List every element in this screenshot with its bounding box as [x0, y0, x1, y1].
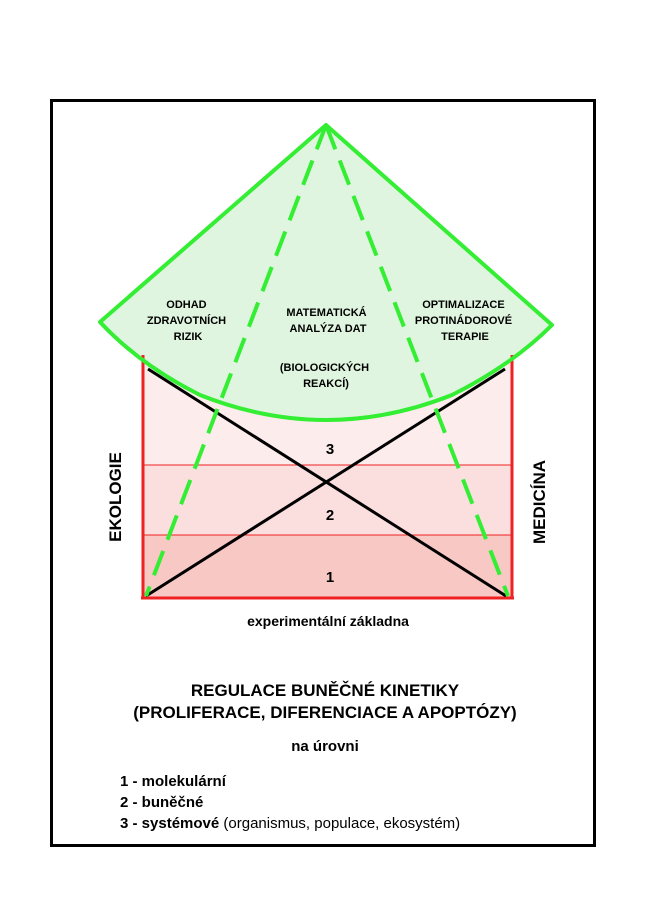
title-block: REGULACE BUNĚČNÉ KINETIKY (PROLIFERACE, … [0, 680, 650, 724]
level-item-cellular: 2 - buněčné [120, 794, 204, 811]
cross-line-ascending [145, 367, 506, 598]
label-math-analysis: MATEMATICKÁ ANALÝZA DAT [286, 306, 369, 335]
cone-fill [100, 125, 552, 420]
level-item-molecular: 1 - molekulární [120, 773, 226, 790]
diagram-frame [50, 99, 596, 847]
cone-outline [98, 123, 554, 422]
label-therapy-optimization: OPTIMALIZACE PROTINÁDOROVÉ TERAPIE [415, 299, 515, 343]
label-biological-reactions: (BIOLOGICKÝCH REAKCÍ) [280, 361, 372, 390]
band-level-2 [143, 465, 512, 535]
level-number-2: 2 [326, 507, 334, 524]
side-label-medicine: MEDICÍNA [530, 460, 549, 544]
title-line-2: (PROLIFERACE, DIFERENCIACE A APOPTÓZY) [133, 703, 517, 722]
band-level-1 [143, 535, 512, 598]
title-line-1: REGULACE BUNĚČNÉ KINETIKY [190, 681, 460, 700]
level-item-systemic: 3 - systémové (organismus, populace, eko… [120, 815, 461, 832]
base-label: experimentální základna [247, 613, 409, 629]
subtitle: na úrovni [291, 738, 359, 755]
level-systemic-note: (organismus, populace, ekosystém) [223, 815, 461, 832]
levels-list: 1 - molekulární 2 - buněčné 3 - systémov… [120, 771, 460, 834]
label-health-risk: ODHAD ZDRAVOTNÍCH RIZIK [147, 299, 229, 343]
level-number-1: 1 [326, 569, 334, 586]
cone-ray-left [144, 124, 328, 597]
side-label-ecology: EKOLOGIE [106, 452, 125, 542]
level-number-3: 3 [326, 441, 334, 458]
cone-ray-right [324, 124, 510, 597]
